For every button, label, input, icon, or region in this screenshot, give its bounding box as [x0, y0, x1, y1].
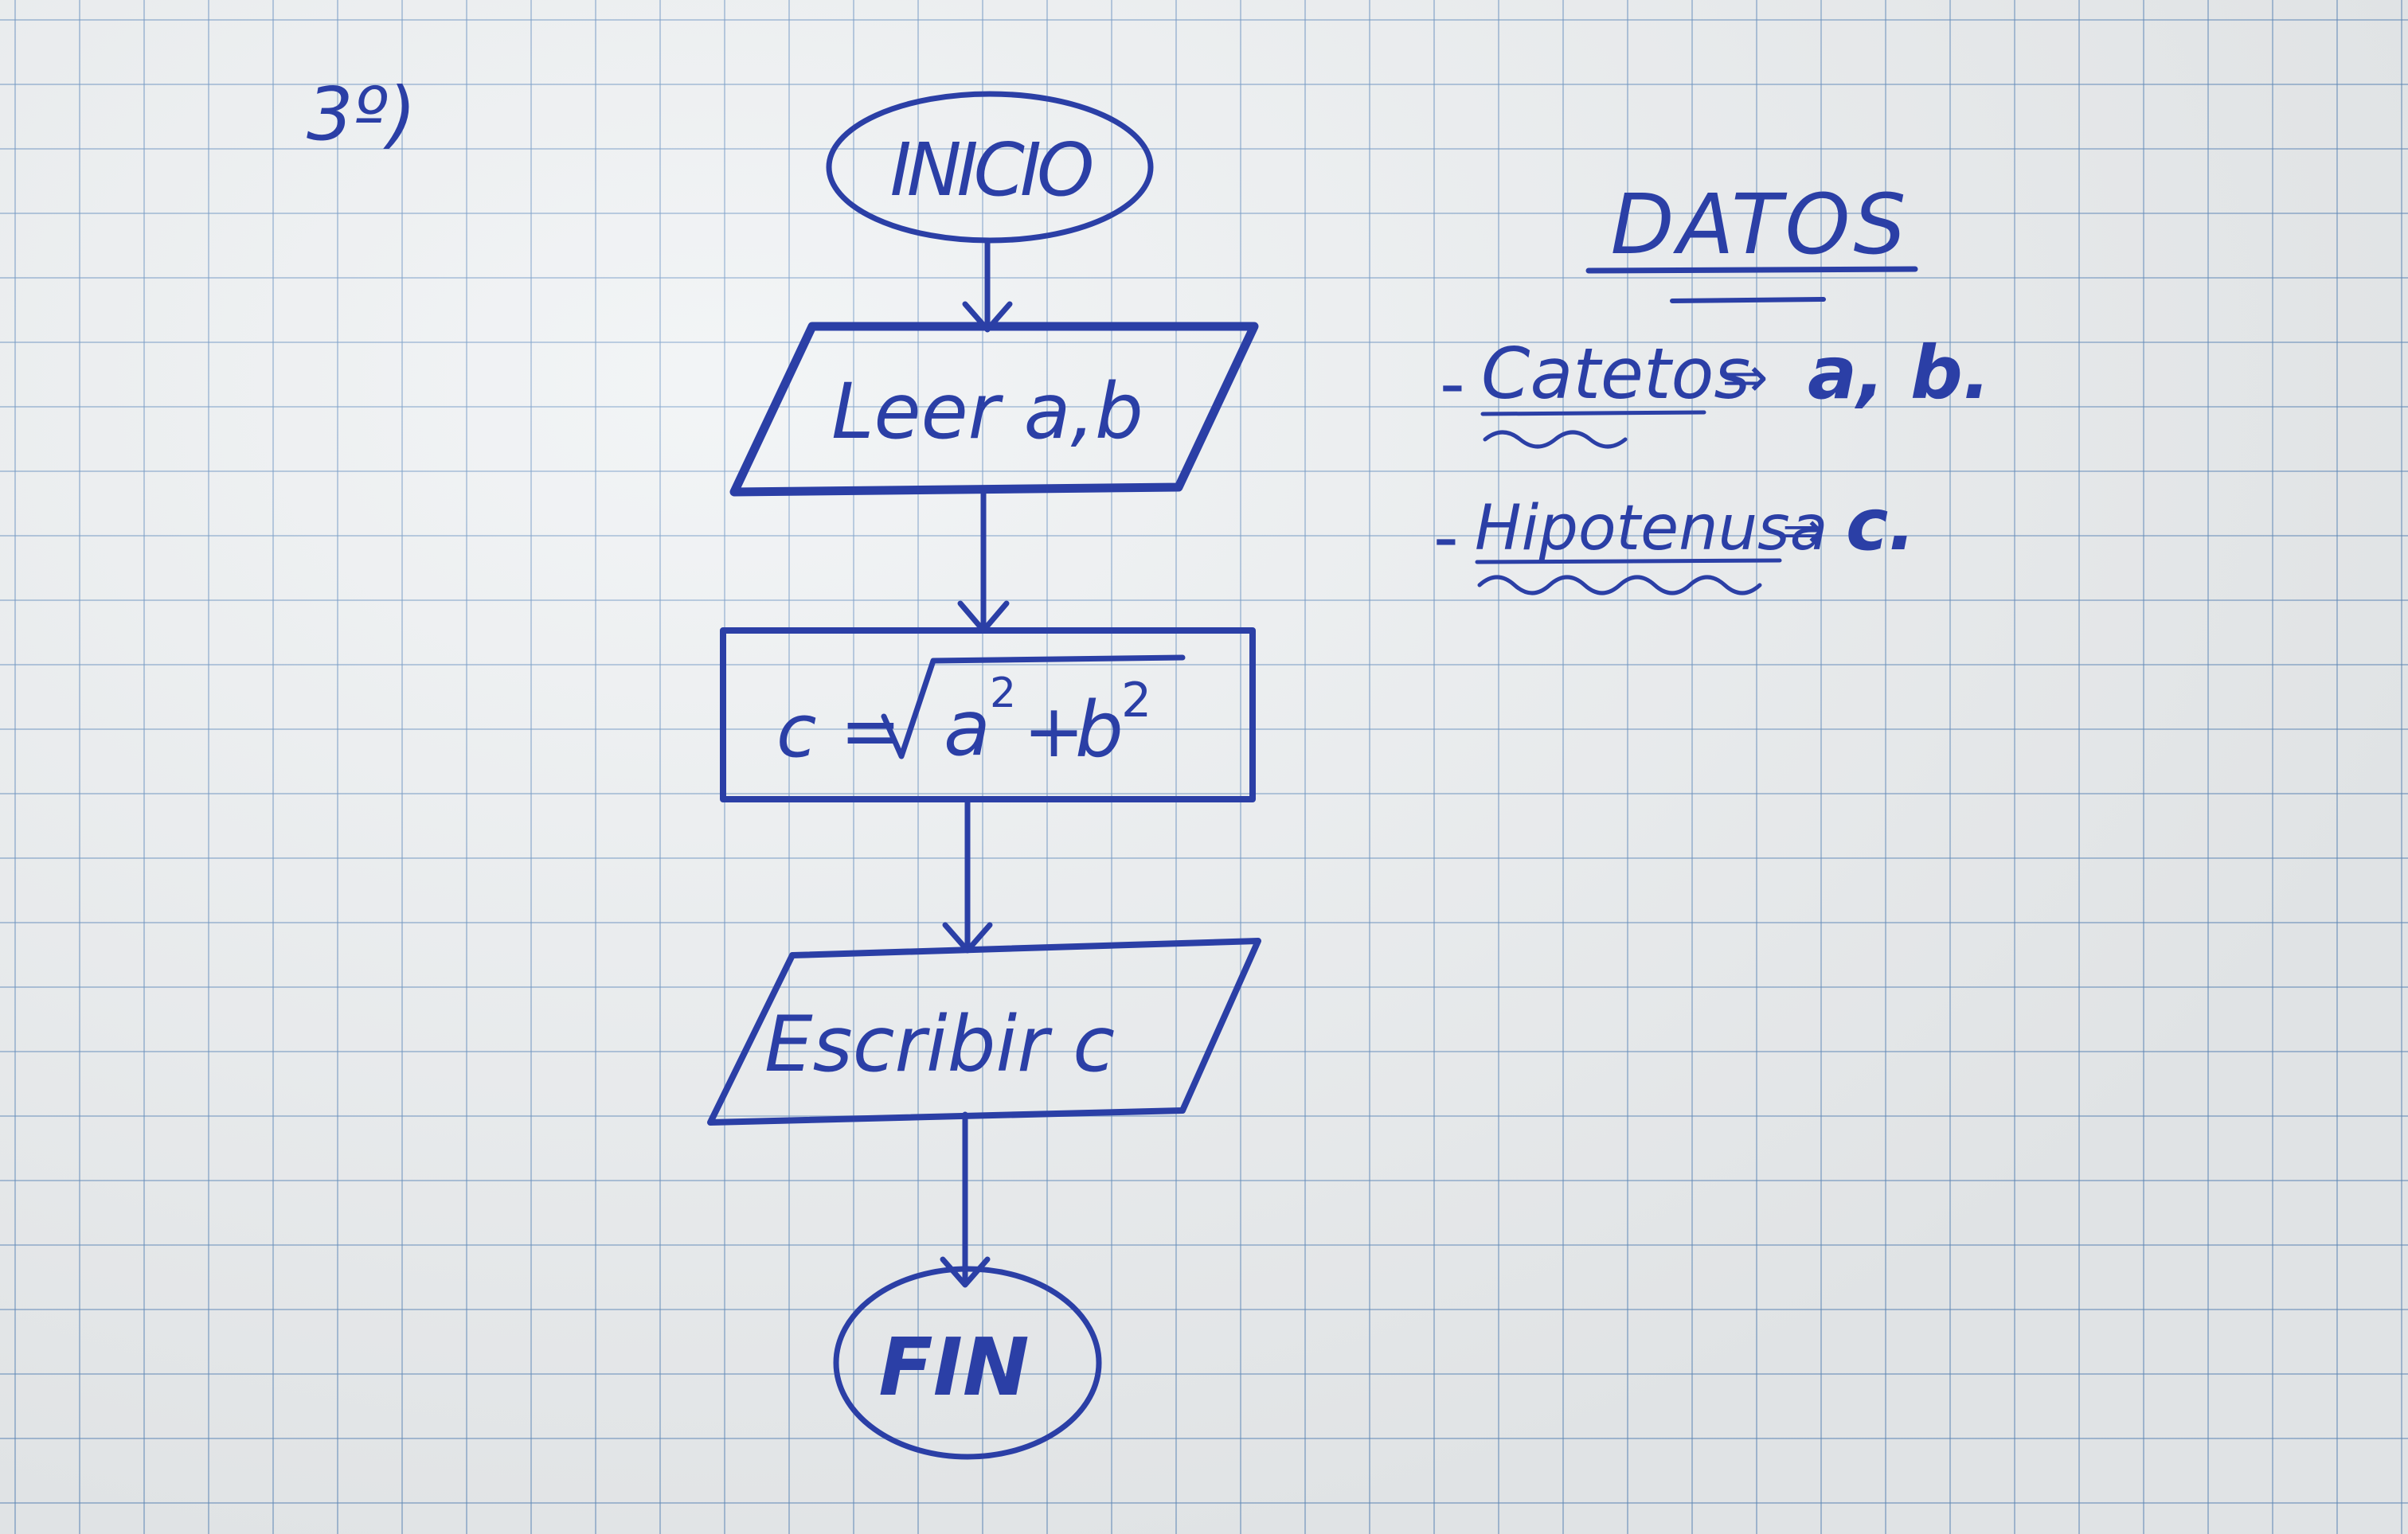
square-root-sign: [881, 654, 1186, 759]
process-exponent-b: 2: [1121, 673, 1151, 728]
process-exponent-a: 2: [990, 669, 1016, 717]
datos-underline-2: [1670, 297, 1826, 303]
datos-item-1-value: a, b.: [1808, 330, 1991, 416]
datos-item-1-underline: [1480, 410, 1706, 416]
input-parallelogram: [729, 322, 1259, 497]
datos-item-2-term: Hipotenusa: [1475, 493, 1828, 564]
datos-item-2-value: c.: [1846, 483, 1916, 567]
start-label: INICIO: [890, 127, 1092, 213]
datos-item-1-wavy-underline: [1483, 430, 1628, 449]
datos-item-1-dash: -: [1440, 342, 1465, 424]
process-lhs: c =: [776, 689, 901, 774]
datos-title: DATOS: [1610, 176, 1909, 273]
datos-item-2-underline: [1475, 558, 1782, 564]
end-label: FIN: [878, 1321, 1029, 1414]
process-plus: +: [1023, 689, 1085, 774]
process-radicand-b: b: [1075, 685, 1124, 775]
input-label: Leer a,b: [831, 367, 1143, 456]
end-terminal: [833, 1266, 1102, 1460]
datos-item-1-term: Catetos: [1481, 333, 1750, 415]
datos-item-2-dash: -: [1433, 496, 1459, 578]
process-rectangle: [720, 627, 1256, 802]
output-parallelogram: [707, 938, 1261, 1126]
datos-item-2-wavy-underline: [1477, 575, 1762, 595]
output-label: Escribir c: [764, 1000, 1115, 1089]
datos-item-2-arrow: ⇒: [1782, 502, 1825, 560]
datos-item-1-arrow: ⇒: [1722, 345, 1769, 410]
exercise-number: 3º): [307, 72, 416, 157]
datos-underline-1: [1585, 266, 1918, 274]
process-radicand-a: a: [944, 684, 991, 773]
